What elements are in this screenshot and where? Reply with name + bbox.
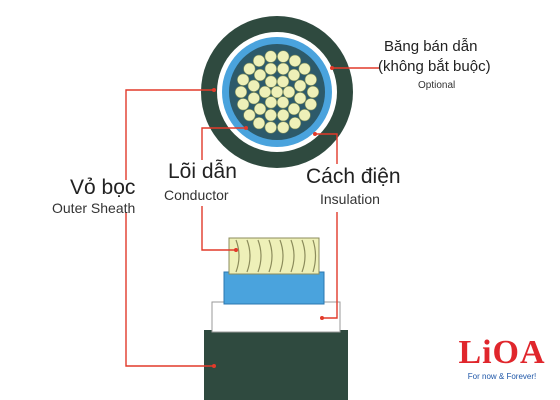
endpoint-dot: [330, 66, 334, 70]
leader-lines: [125, 67, 380, 367]
conductor-strand: [276, 96, 290, 109]
conductor-strand: [264, 96, 278, 109]
cable-side-view: [204, 237, 348, 400]
conductor-strand: [304, 98, 317, 111]
leader-line-conductor-lower: [201, 206, 236, 251]
label-semiconductive-tape-optional: Optional: [418, 80, 456, 91]
conductor-strand: [252, 54, 266, 67]
conductor-strand: [264, 75, 278, 88]
conductor-strand: [287, 68, 301, 82]
conductor-strand: [252, 117, 266, 130]
conductor-strand: [277, 50, 290, 63]
conductor-strands: [234, 50, 320, 134]
logo-tagline: For now & Forever!: [467, 372, 537, 381]
conductor-strand: [282, 85, 296, 99]
side-conductor-strand-lines: [235, 239, 317, 273]
conductor-strand: [277, 62, 290, 75]
side-insulation: [211, 301, 341, 333]
endpoint-dot: [313, 132, 317, 136]
conductor-strand: [253, 68, 267, 82]
side-semiconductive-tape: [223, 271, 325, 305]
conductor-strand: [270, 85, 284, 99]
endpoint-dot: [234, 248, 238, 252]
conductor-strand: [306, 85, 320, 99]
lioa-logo: LiOA For now & Forever!: [450, 334, 554, 382]
label-outer-sheath: Vỏ bọc: [70, 176, 136, 199]
conductor-strand: [298, 109, 311, 122]
conductor-strand: [258, 85, 272, 99]
cable-cross-section: [201, 16, 353, 168]
label-semiconductive-tape: Băng bán dẫn: [384, 38, 478, 55]
leader-line-conductor: [201, 127, 246, 160]
conductor-strand: [288, 117, 302, 130]
conductor-strand: [294, 92, 307, 105]
conductor-strand: [237, 73, 250, 86]
conductor-strand: [234, 85, 248, 99]
label-insulation-en: Insulation: [320, 191, 380, 207]
endpoint-dot: [320, 316, 324, 320]
conductor-strand: [247, 92, 260, 105]
conductor-strand: [243, 62, 256, 75]
conductor-strand: [247, 79, 260, 92]
conductor-strand: [243, 109, 256, 122]
endpoint-dot: [212, 88, 216, 92]
leader-line-insulation: [315, 133, 338, 164]
label-insulation: Cách điện: [306, 165, 401, 188]
endpoint-dot: [244, 126, 248, 130]
leader-line-outer-sheath-lower: [125, 212, 214, 367]
label-conductor-en: Conductor: [164, 187, 229, 203]
conductor-strand: [298, 62, 311, 75]
side-outer-sheath: [204, 330, 348, 400]
label-semiconductive-tape-note: (không bắt buộc): [378, 58, 491, 75]
label-outer-sheath-en: Outer Sheath: [52, 200, 136, 216]
conductor-strand: [288, 54, 302, 67]
conductor-strand: [277, 121, 290, 134]
conductor-strand: [264, 121, 277, 134]
leader-line-insulation-lower: [322, 212, 338, 319]
conductor-strand: [264, 50, 277, 63]
leader-line-outer-sheath: [125, 89, 214, 180]
conductor-strand: [276, 75, 290, 88]
conductor-strand: [294, 79, 307, 92]
side-conductor: [228, 237, 320, 275]
label-conductor: Lõi dẫn: [168, 160, 237, 183]
conductor-strand: [287, 102, 301, 116]
conductor-strand: [264, 62, 277, 75]
leader-line-endpoints: [212, 66, 334, 368]
conductor-strand: [277, 109, 290, 122]
conductor-strand: [237, 98, 250, 111]
conductor-strand: [264, 109, 277, 122]
conductor-strand: [304, 73, 317, 86]
conductor-strand: [253, 102, 267, 116]
logo-wordmark: LiOA: [458, 334, 546, 371]
endpoint-dot: [212, 364, 216, 368]
